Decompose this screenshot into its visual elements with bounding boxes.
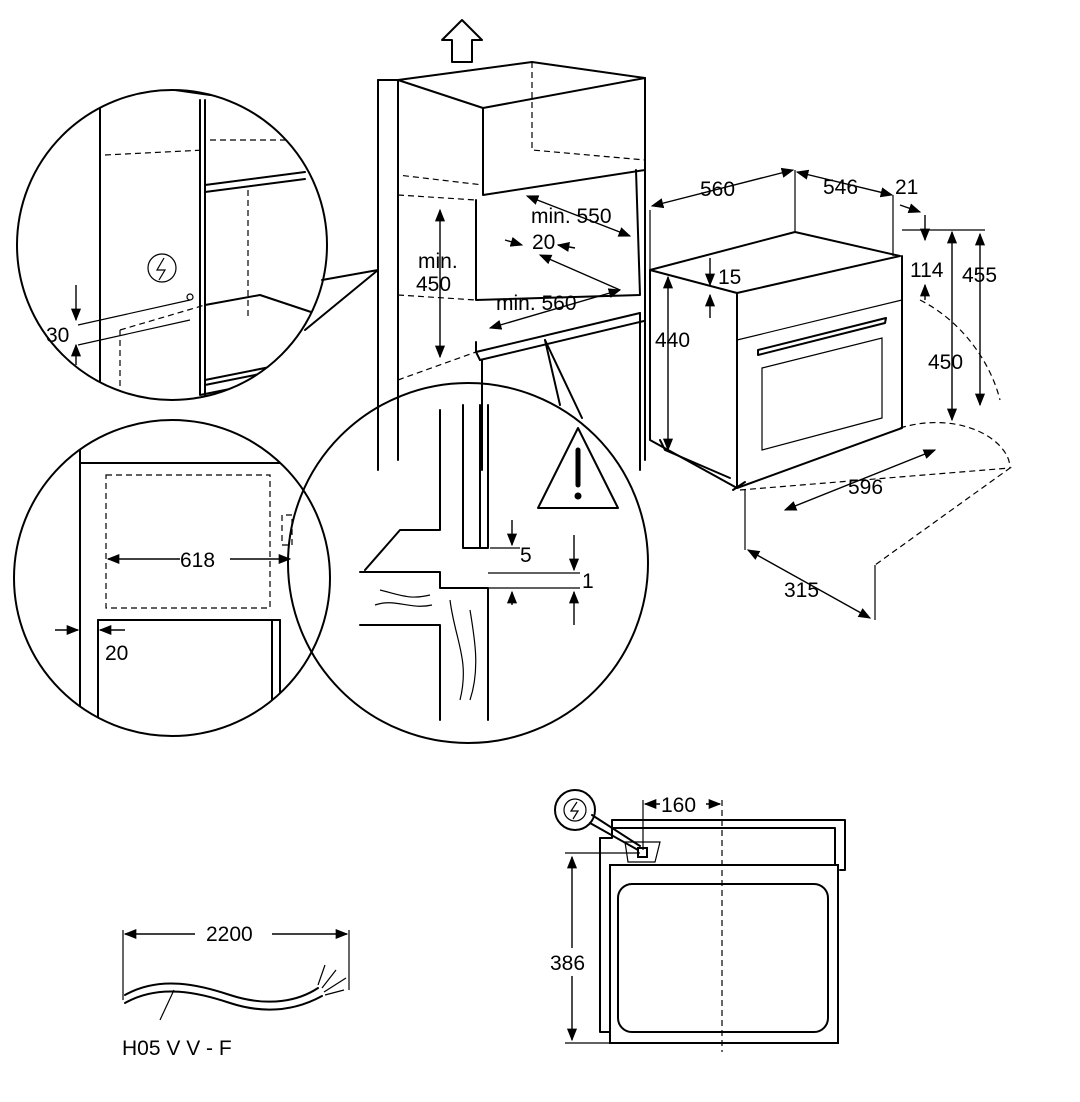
dim-30: 30 <box>46 324 69 347</box>
label-bg-160 <box>660 792 706 816</box>
dim-386: 386 <box>550 952 585 975</box>
dim-114: 114 <box>910 259 944 282</box>
dim-min20: 20 <box>532 231 555 254</box>
dim-546: 546 <box>823 176 858 199</box>
dim-2200: 2200 <box>206 923 253 946</box>
dim-596: 596 <box>848 476 883 499</box>
detail-circle-gap <box>287 339 649 744</box>
dim-20-lower: 20 <box>105 642 128 665</box>
dim-min560: min. 560 <box>496 292 577 315</box>
cabinet-drawing <box>377 61 646 471</box>
dim-15: 15 <box>718 266 741 289</box>
dim-455: 455 <box>962 264 997 287</box>
electrical-connection-icon-front <box>563 798 587 822</box>
dim-160: 160 <box>661 794 696 817</box>
oven-front-view <box>554 789 846 1052</box>
dim-440: 440 <box>655 329 690 352</box>
up-arrow-icon <box>441 19 483 63</box>
dim-560-top: 560 <box>700 178 735 201</box>
detail-circle-width <box>13 419 331 737</box>
dim-min450: 450 <box>416 273 451 296</box>
label-bg-386 <box>548 948 596 976</box>
cable-label: H05 V V - F <box>122 1037 232 1060</box>
dim-5: 5 <box>520 544 532 567</box>
dim-618: 618 <box>180 549 215 572</box>
warning-triangle-icon <box>537 427 619 509</box>
electrical-connection-icon <box>147 253 177 283</box>
dim-450: 450 <box>928 351 963 374</box>
dim-min550: min. 550 <box>531 205 612 228</box>
dim-min-word: min. <box>418 250 458 273</box>
dim-1: 1 <box>582 570 594 593</box>
dim-315: 315 <box>784 579 819 602</box>
detail-circle-electrical <box>16 89 379 401</box>
label-bg-618 <box>180 545 230 573</box>
oven-drawing <box>649 167 1013 620</box>
dim-21: 21 <box>895 176 918 199</box>
cable-drawing <box>122 928 350 1021</box>
